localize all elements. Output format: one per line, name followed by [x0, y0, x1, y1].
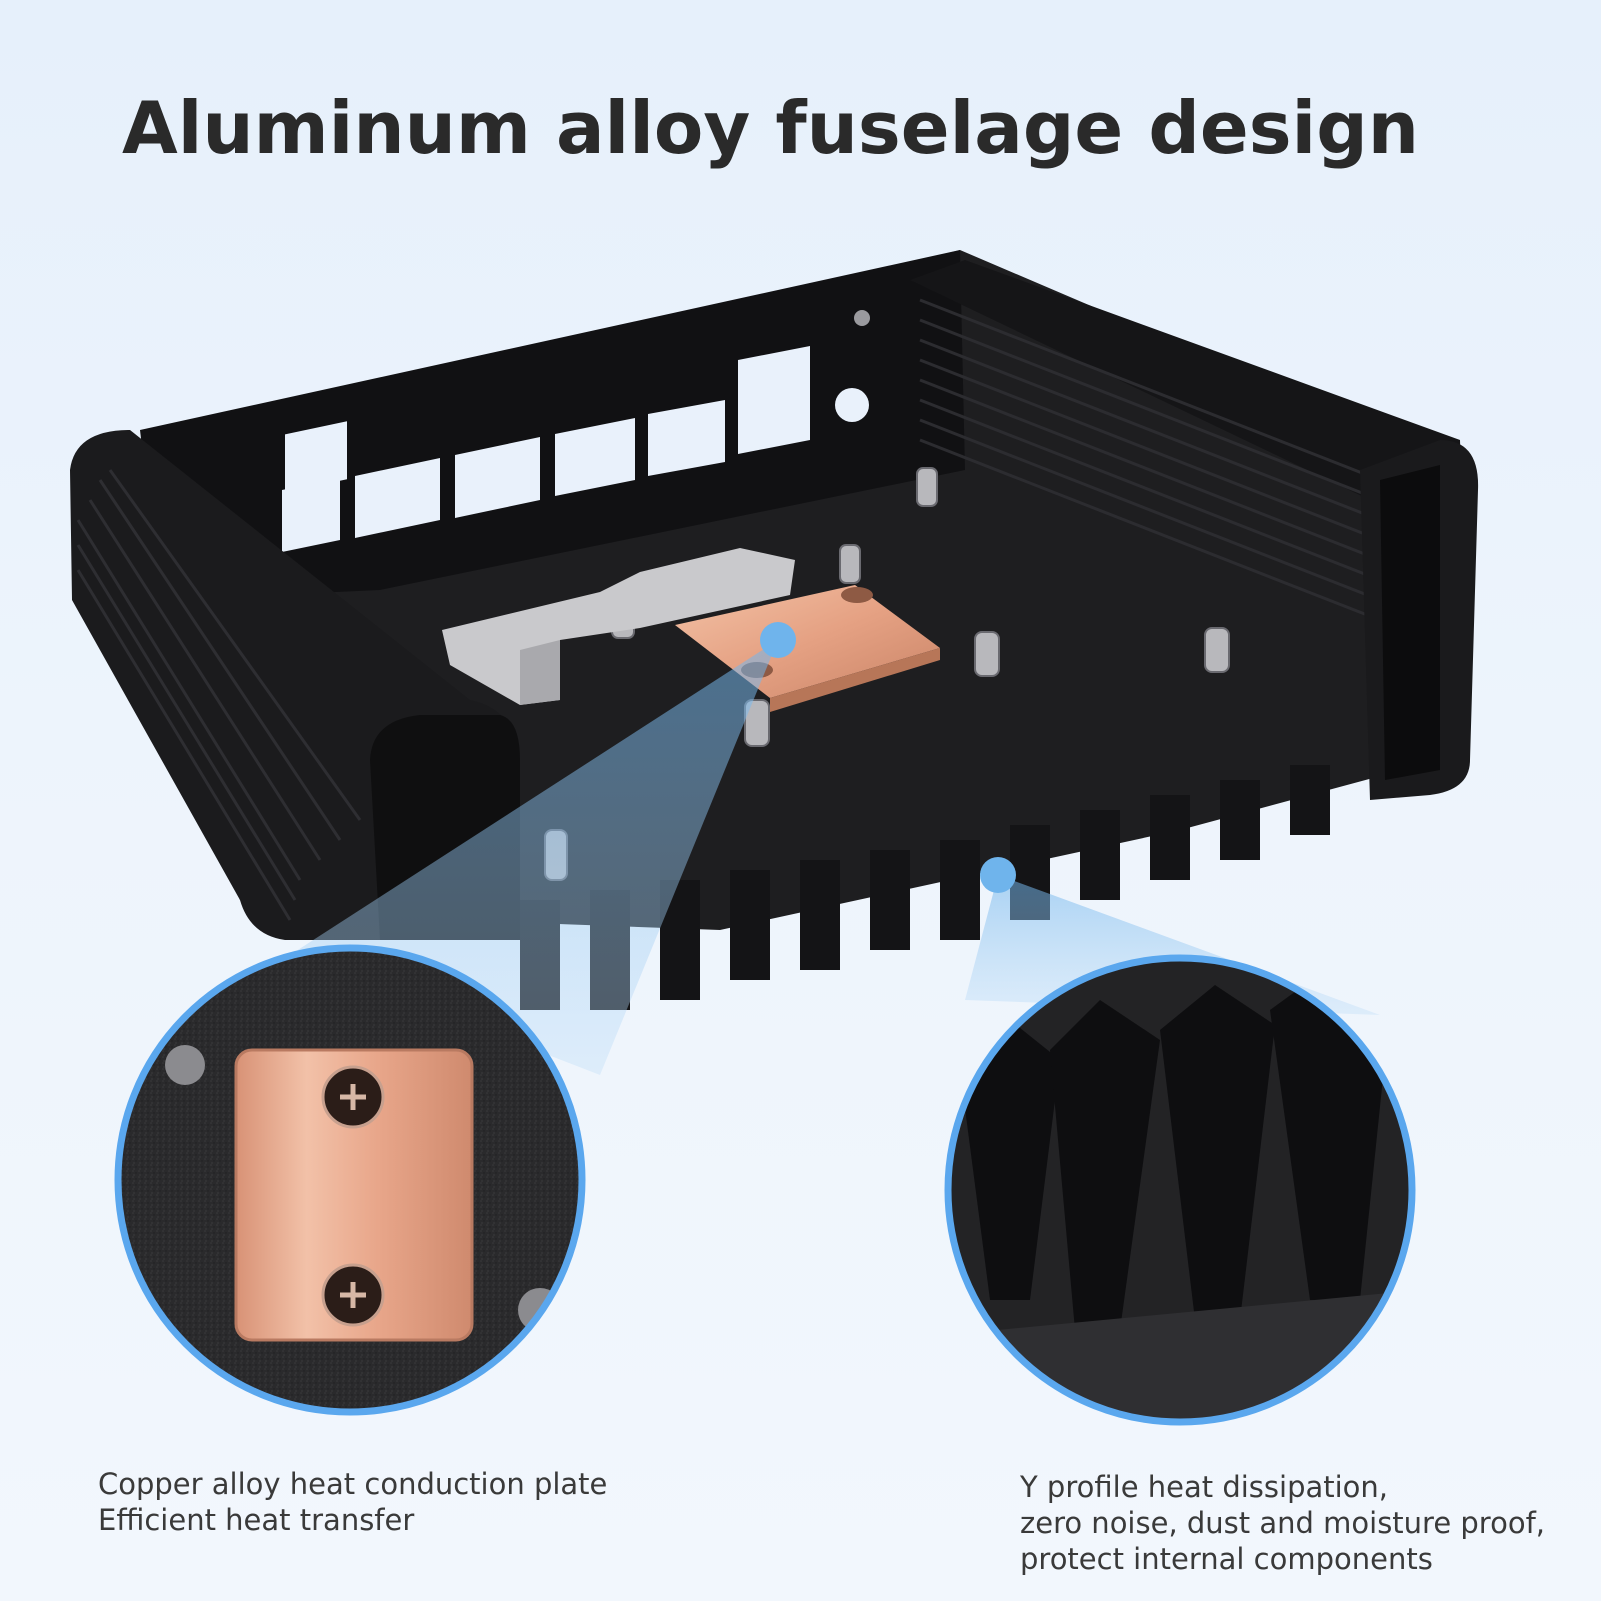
callout-ring-left — [114, 944, 586, 1416]
callout-dot-left — [760, 622, 796, 658]
caption-copper-plate: Copper alloy heat conduction plate Effic… — [98, 1466, 607, 1538]
aluminum-case-illustration — [70, 250, 1479, 1010]
caption-right-line3: protect internal components — [1020, 1542, 1433, 1576]
caption-right-line2: zero noise, dust and moisture proof, — [1020, 1506, 1546, 1540]
caption-y-profile: Y profile heat dissipation, zero noise, … — [1020, 1469, 1545, 1577]
caption-right-line1: Y profile heat dissipation, — [1020, 1470, 1389, 1504]
copper-plate-illustration — [234, 1048, 474, 1342]
caption-left-line2: Efficient heat transfer — [98, 1503, 415, 1537]
heatsink-fins-illustration — [960, 970, 1390, 1330]
page-title: Aluminum alloy fuselage design — [121, 86, 1420, 170]
caption-left-line1: Copper alloy heat conduction plate — [98, 1467, 608, 1501]
callout-dot-right — [980, 857, 1016, 893]
heatsink-fins-closeup — [944, 954, 1416, 1426]
copper-plate-closeup — [114, 944, 586, 1416]
callout-ring-right — [944, 954, 1416, 1426]
